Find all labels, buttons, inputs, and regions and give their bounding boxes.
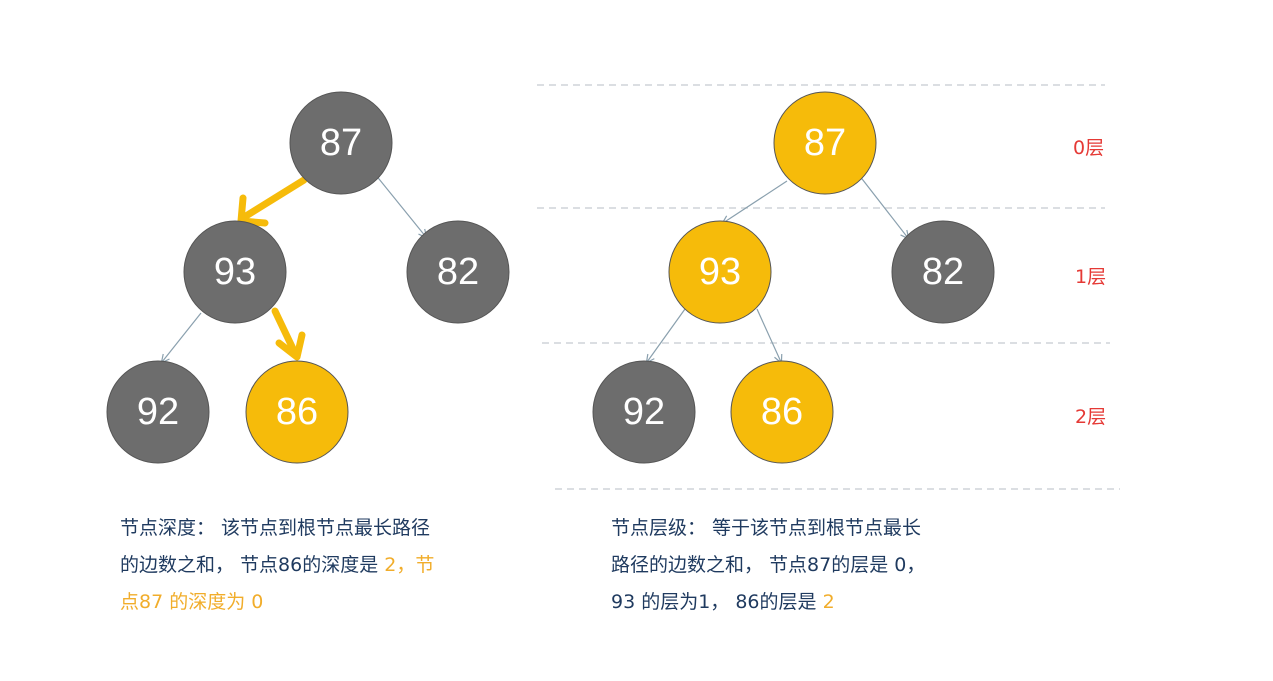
edge-87-93 bbox=[723, 180, 788, 223]
node-circle bbox=[183, 220, 287, 324]
node-circle bbox=[592, 360, 696, 464]
depth-caption-line-highlight: 点87 的深度为 0 bbox=[120, 591, 264, 613]
node-label: 86 bbox=[761, 391, 803, 433]
node-circle bbox=[245, 360, 349, 464]
tree-node-highlighted: 86 bbox=[730, 360, 834, 464]
node-circle bbox=[773, 91, 877, 195]
node-label: 86 bbox=[276, 391, 318, 433]
edge-93-92 bbox=[647, 308, 686, 362]
node-label: 92 bbox=[137, 391, 179, 433]
tree-node: 92 bbox=[106, 360, 210, 464]
node-circle bbox=[106, 360, 210, 464]
tree-node-highlighted: 93 bbox=[668, 220, 772, 324]
level-caption-line: 93 的层为1， 86的层是 2 bbox=[611, 584, 1031, 621]
node-circle bbox=[668, 220, 772, 324]
level-labels: 0层 1层 2层 bbox=[1073, 137, 1106, 428]
level-label-1: 1层 bbox=[1075, 266, 1106, 288]
level-label-2: 2层 bbox=[1075, 406, 1106, 428]
node-label: 82 bbox=[922, 251, 964, 293]
edge-87-82 bbox=[374, 173, 426, 237]
level-dividers bbox=[537, 84, 1120, 490]
node-label: 82 bbox=[437, 251, 479, 293]
node-label: 87 bbox=[804, 122, 846, 164]
edge-93-92 bbox=[162, 312, 202, 362]
tree-node: 82 bbox=[406, 220, 510, 324]
depth-value-highlight: 2，节 bbox=[384, 554, 435, 576]
level-label-0: 0层 bbox=[1073, 137, 1104, 159]
path-arrow-93-86 bbox=[271, 307, 306, 361]
node-circle bbox=[406, 220, 510, 324]
node-circle bbox=[730, 360, 834, 464]
node-circle bbox=[289, 91, 393, 195]
level-caption: 节点层级： 等于该节点到根节点最长 路径的边数之和， 节点87的层是 0， 93… bbox=[611, 510, 1031, 621]
path-arrow-87-93 bbox=[237, 176, 308, 227]
level-caption-line: 路径的边数之和， 节点87的层是 0， bbox=[611, 554, 926, 576]
node-label: 93 bbox=[214, 251, 256, 293]
depth-caption-line: 节点深度： 该节点到根节点最长路径 bbox=[120, 517, 431, 539]
level-tree: 87 93 82 92 86 bbox=[592, 91, 995, 464]
depth-caption-line: 的边数之和， 节点86的深度是 2，节 bbox=[120, 547, 540, 584]
level-caption-text: 93 的层为1， 86的层是 bbox=[611, 591, 823, 613]
tree-node-highlighted: 86 bbox=[245, 360, 349, 464]
edge-93-86 bbox=[756, 308, 781, 362]
node-label: 92 bbox=[623, 391, 665, 433]
level-caption-line: 节点层级： 等于该节点到根节点最长 bbox=[611, 517, 922, 539]
depth-caption-text: 的边数之和， 节点86的深度是 bbox=[120, 554, 385, 576]
node-label: 93 bbox=[699, 251, 741, 293]
node-circle bbox=[891, 220, 995, 324]
level-value-highlight: 2 bbox=[822, 591, 835, 613]
depth-tree: 87 93 82 92 86 bbox=[106, 91, 510, 464]
tree-node: 82 bbox=[891, 220, 995, 324]
edge-87-82 bbox=[858, 174, 908, 238]
node-label: 87 bbox=[320, 122, 362, 164]
tree-node: 87 bbox=[289, 91, 393, 195]
tree-node: 93 bbox=[183, 220, 287, 324]
tree-node-highlighted: 87 bbox=[773, 91, 877, 195]
depth-caption: 节点深度： 该节点到根节点最长路径 的边数之和， 节点86的深度是 2，节 点8… bbox=[120, 510, 540, 621]
tree-node: 92 bbox=[592, 360, 696, 464]
